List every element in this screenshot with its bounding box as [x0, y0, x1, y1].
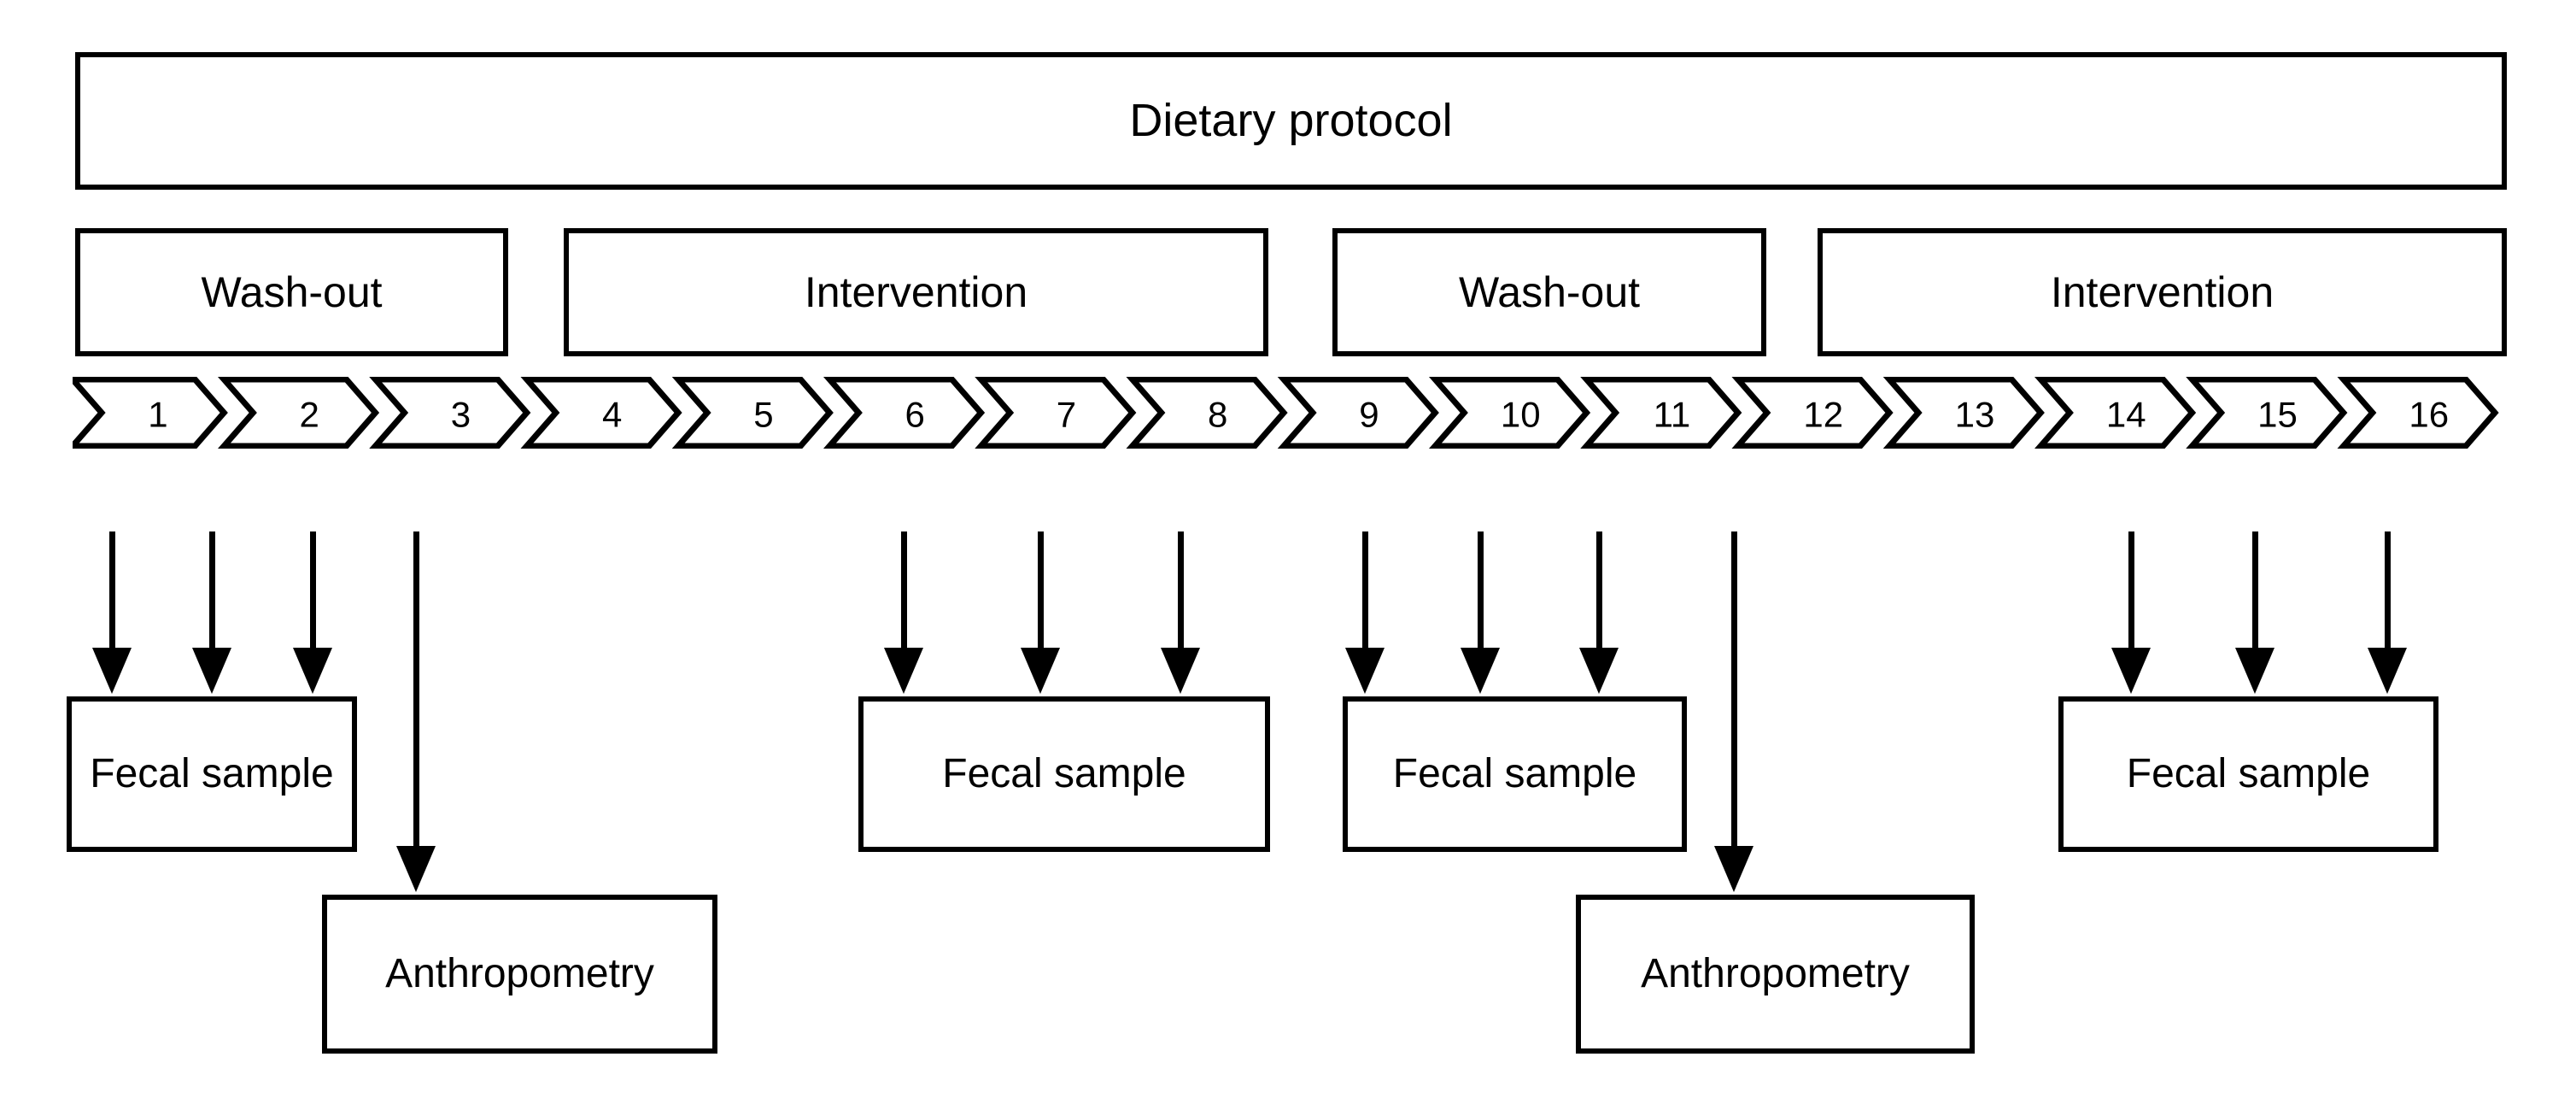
connector-arrow-week-8 [1161, 531, 1200, 694]
arrow-head-icon [884, 648, 923, 694]
week-number-label: 12 [1803, 395, 1843, 435]
dietary-protocol-bar: Dietary protocol [75, 52, 2507, 190]
arrow-shaft [1361, 531, 1368, 648]
arrow-shaft [1177, 531, 1184, 648]
arrow-head-icon [1579, 648, 1619, 694]
week-number-label: 16 [2409, 395, 2449, 435]
week-chevron-5 [671, 377, 834, 449]
arrow-head-icon [1021, 648, 1060, 694]
phase-box-intervention-2: Intervention [564, 228, 1268, 356]
week-chevron-4 [520, 377, 682, 449]
phase-box-intervention-4: Intervention [1818, 228, 2507, 356]
arrow-shaft [1037, 531, 1044, 648]
connector-arrow-week-12 [1714, 531, 1753, 892]
week-number-label: 7 [1057, 395, 1076, 435]
arrow-shaft [309, 531, 316, 648]
connector-arrow-week-10 [1461, 531, 1500, 694]
phase-label: Intervention [804, 267, 1028, 316]
outcome-label: Anthropometry [385, 950, 654, 996]
arrow-head-icon [1461, 648, 1500, 694]
week-chevron-9 [1277, 377, 1439, 449]
week-number-label: 11 [1654, 395, 1691, 435]
arrow-shaft [2251, 531, 2258, 648]
arrow-shaft [900, 531, 907, 648]
outcome-box-fecal-3: Fecal sample [858, 696, 1270, 852]
connector-arrow-week-9 [1345, 531, 1385, 694]
connector-arrow-week-7 [1021, 531, 1060, 694]
arrow-shaft [1595, 531, 1602, 648]
connector-arrow-week-11 [1579, 531, 1619, 694]
arrow-head-icon [2368, 648, 2407, 694]
arrow-head-icon [1161, 648, 1200, 694]
week-number-label: 9 [1359, 395, 1379, 435]
week-number-label: 4 [602, 395, 622, 435]
week-number-label: 14 [2106, 395, 2146, 435]
arrow-head-icon [1345, 648, 1385, 694]
outcome-box-fecal-1: Fecal sample [67, 696, 357, 852]
week-chevron-11 [1580, 377, 1742, 449]
outcome-label: Fecal sample [1392, 750, 1637, 796]
week-number-label: 3 [451, 395, 471, 435]
connector-arrow-week-2 [192, 531, 231, 694]
dietary-protocol-label: Dietary protocol [1129, 94, 1453, 146]
week-number-label: 8 [1208, 395, 1227, 435]
week-number-label: 6 [905, 395, 925, 435]
connector-arrow-week-3 [293, 531, 332, 694]
week-chevron-6 [823, 377, 986, 449]
week-chevron-10 [1428, 377, 1591, 449]
outcome-box-fecal-4: Fecal sample [1343, 696, 1687, 852]
week-number-label: 15 [2257, 395, 2298, 435]
week-chevron-13 [1882, 377, 2045, 449]
outcome-label: Fecal sample [942, 750, 1186, 796]
week-chevron-1 [73, 377, 228, 449]
arrow-head-icon [92, 648, 132, 694]
phase-label: Wash-out [201, 267, 383, 316]
connector-arrow-week-4 [396, 531, 436, 892]
connector-arrow-week-14 [2111, 531, 2151, 694]
arrow-shaft [2384, 531, 2391, 648]
arrow-shaft [1730, 531, 1737, 846]
arrow-head-icon [2111, 648, 2151, 694]
connector-arrow-week-1 [92, 531, 132, 694]
outcome-box-anthropometry-2: Anthropometry [322, 895, 717, 1054]
phase-label: Wash-out [1458, 267, 1641, 316]
arrow-shaft [413, 531, 419, 846]
arrow-head-icon [293, 648, 332, 694]
outcome-label: Fecal sample [90, 750, 334, 796]
phase-box-wash-out-3: Wash-out [1332, 228, 1766, 356]
week-chevron-8 [1126, 377, 1288, 449]
week-chevron-7 [975, 377, 1137, 449]
week-chevron-15 [2186, 377, 2348, 449]
week-chevron-2 [217, 377, 380, 449]
week-number-label: 1 [148, 395, 167, 435]
arrow-head-icon [2235, 648, 2274, 694]
connector-arrow-week-16 [2368, 531, 2407, 694]
week-chevron-14 [2034, 377, 2197, 449]
phase-label: Intervention [2050, 267, 2274, 316]
outcome-label: Anthropometry [1641, 950, 1910, 996]
connector-arrow-week-6 [884, 531, 923, 694]
arrow-head-icon [396, 846, 436, 892]
week-number-label: 5 [753, 395, 773, 435]
arrow-shaft [1477, 531, 1484, 648]
outcome-box-anthropometry-5: Anthropometry [1576, 895, 1975, 1054]
phase-box-wash-out-1: Wash-out [75, 228, 508, 356]
week-chevron-16 [2337, 377, 2499, 449]
outcome-label: Fecal sample [2126, 750, 2371, 796]
arrow-shaft [2128, 531, 2134, 648]
outcome-box-fecal-6: Fecal sample [2058, 696, 2438, 852]
connector-arrow-week-15 [2235, 531, 2274, 694]
week-number-label: 10 [1501, 395, 1541, 435]
arrow-shaft [108, 531, 115, 648]
week-chevron-12 [1731, 377, 1894, 449]
week-number-label: 2 [300, 395, 319, 435]
arrow-head-icon [1714, 846, 1753, 892]
arrow-head-icon [192, 648, 231, 694]
week-chevron-3 [369, 377, 531, 449]
week-number-label: 13 [1955, 395, 1995, 435]
arrow-shaft [208, 531, 215, 648]
